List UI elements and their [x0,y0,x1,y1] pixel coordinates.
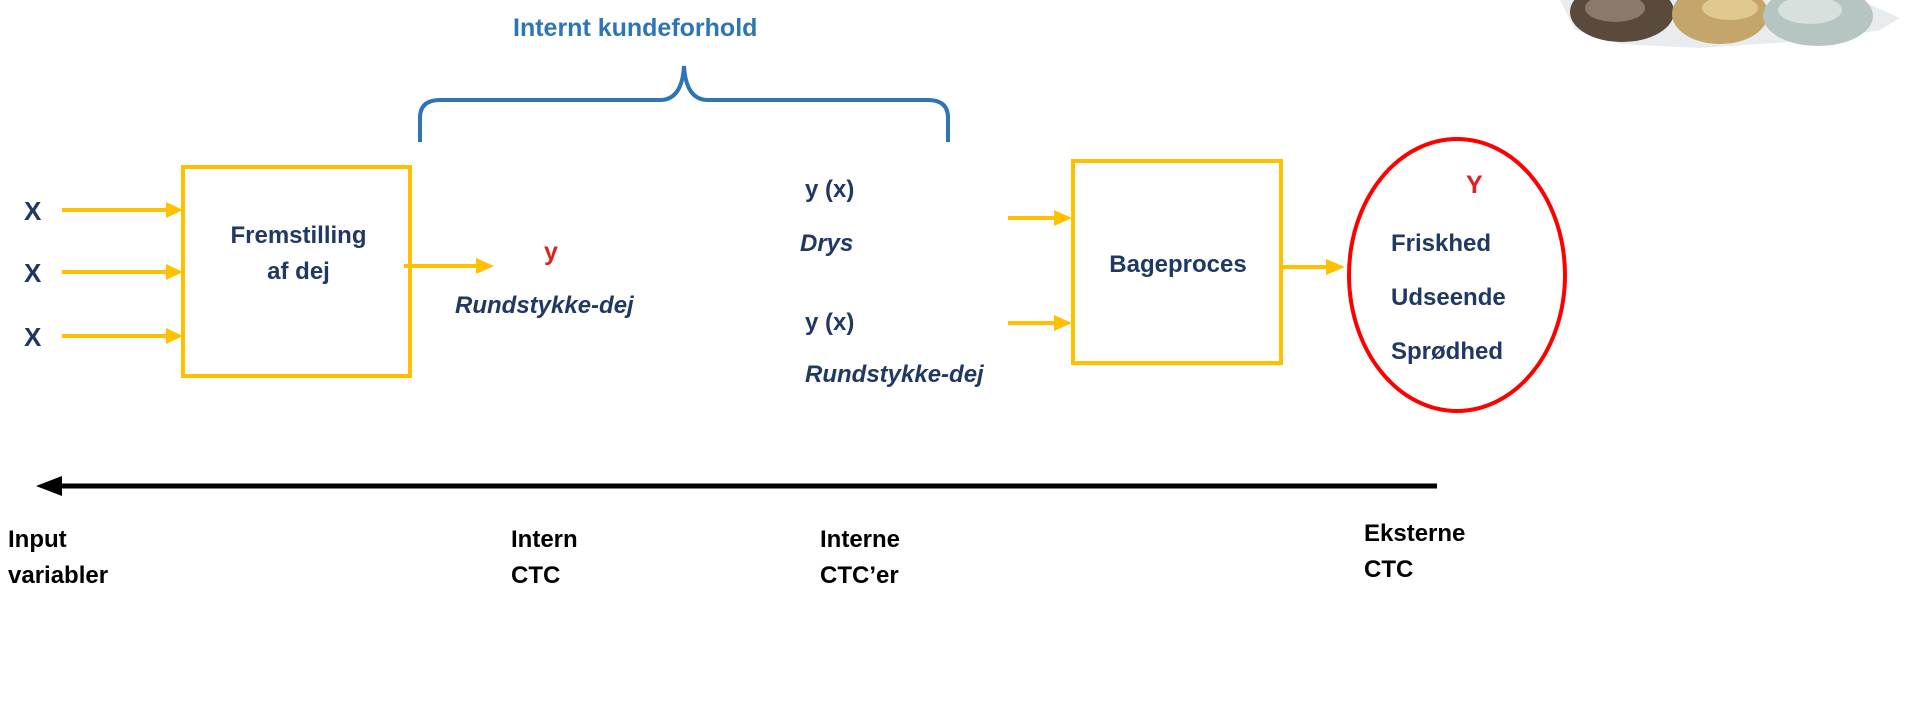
label-eksterne-ctc: Eksterne CTC [1364,516,1465,588]
bread-rolls-image [1560,0,1900,48]
arrow-bread-out [1281,259,1345,275]
yx-bottom: y (x) [805,309,855,336]
label-intern-line1: Intern [511,526,578,553]
box-fremstilling-label: Fremstilling af dej [187,218,410,290]
box-bageproces-label: Bageproces [1109,251,1247,278]
internal-customer-bracket [418,65,950,142]
box-fremstilling-line2: af dej [267,258,330,285]
output-Y-label: Y [1466,171,1483,199]
y-label: y [544,238,558,266]
input-arrows [62,202,183,344]
label-intern-line2: CTC [511,562,561,589]
input-x-2: X [24,258,42,288]
box-bageproces [1071,159,1283,365]
arrows-into-bageproces [1008,210,1072,331]
yx-top-caption: Drys [800,230,854,257]
box-fremstilling-line1: Fremstilling [230,222,367,249]
timeline-arrow [36,476,1437,496]
box-fremstilling [181,165,412,378]
label-intern-ctc: Intern CTC [511,522,578,594]
label-interne-line1: Interne [820,526,901,553]
output-udseende: Udseende [1391,284,1506,311]
label-input-variabler: Input variabler [8,522,108,594]
yx-top: y (x) [805,176,855,203]
label-input-line2: variabler [8,562,109,589]
label-interne-ctcer: Interne CTC’er [820,522,900,594]
label-interne-line2: CTC’er [820,562,899,589]
label-input-line1: Input [8,526,67,553]
output-ellipse [1347,137,1567,413]
input-x-3: X [24,322,42,352]
yx-bottom-caption: Rundstykke-dej [805,361,984,388]
input-x-1: X [24,196,42,226]
arrow-dough-out [404,258,494,274]
output-friskhed: Friskhed [1391,230,1492,257]
y-caption: Rundstykke-dej [455,292,634,319]
label-eksterne-line1: Eksterne [1364,520,1466,547]
output-sprodhed: Sprødhed [1391,338,1503,365]
bracket-label: Internt kundeforhold [513,14,758,42]
label-eksterne-line2: CTC [1364,556,1414,583]
